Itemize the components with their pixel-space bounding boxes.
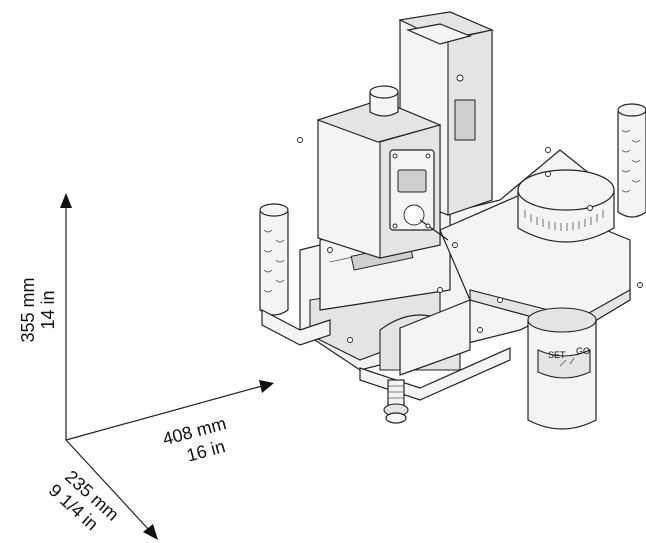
left-handle [259,203,331,346]
width-axis-line [65,385,263,441]
foot-screw [383,379,409,424]
housing-bolts [297,137,643,343]
set-dial-label: SET [548,350,566,360]
cable-gland-icon [403,204,425,226]
height-dimension-label: 355 mm 14 in [18,277,58,342]
power-switch-icon [397,169,427,193]
control-knob-icon [369,85,399,99]
control-box [316,85,449,259]
depth-arrowhead [143,524,158,540]
width-arrowhead [259,380,274,393]
height-arrowhead [60,193,72,208]
dimension-axes [60,193,274,540]
spindle-column: SET GO [527,307,597,430]
right-handle [617,103,646,218]
machine-illustration: SET GO [259,11,646,430]
depth-axis-line [65,439,151,532]
depth-dial [517,169,615,243]
depth-dimension-label: 235 mm 9 1/4 in [45,466,123,534]
height-imperial-label: 14 in [38,290,58,329]
go-dial-label: GO [576,346,590,356]
width-dimension-label: 408 mm 16 in [160,413,228,465]
height-metric-label: 355 mm [18,277,38,342]
